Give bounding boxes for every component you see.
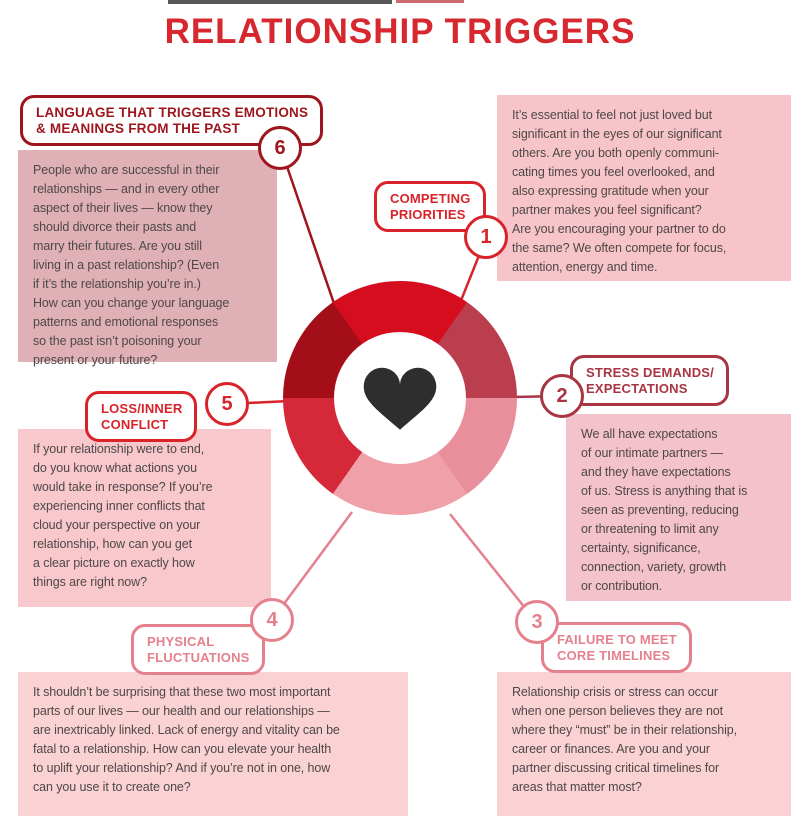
trigger-2-number: 2 <box>540 374 584 418</box>
trigger-5-textbox: If your relationship were to end, do you… <box>18 429 271 607</box>
trigger-1-textbox: It’s essential to feel not just loved bu… <box>497 95 791 281</box>
trigger-4-label-text: PHYSICAL FLUCTUATIONS <box>147 634 250 665</box>
trigger-6-number-text: 6 <box>274 136 286 159</box>
trigger-6-textbox: People who are successful in their relat… <box>18 150 277 367</box>
trigger-2-label: STRESS DEMANDS/ EXPECTATIONS <box>570 355 729 406</box>
trigger-3-number-text: 3 <box>531 610 543 633</box>
cropped-text-artifact <box>396 0 464 3</box>
trigger-4-number: 4 <box>250 598 294 642</box>
trigger-6-text: People who are successful in their relat… <box>33 163 230 367</box>
page-title: RELATIONSHIP TRIGGERS <box>164 12 636 51</box>
trigger-5-number-text: 5 <box>221 392 233 415</box>
trigger-4-label: PHYSICAL FLUCTUATIONS <box>131 624 265 675</box>
trigger-3-label: FAILURE TO MEET CORE TIMELINES <box>541 622 692 673</box>
trigger-4-textbox: It shouldn’t be surprising that these tw… <box>18 672 408 816</box>
trigger-3-number: 3 <box>515 600 559 644</box>
trigger-1-label-text: COMPETING PRIORITIES <box>390 191 471 222</box>
trigger-3-text: Relationship crisis or stress can occur … <box>512 685 737 794</box>
trigger-6-number: 6 <box>258 126 302 170</box>
trigger-2-textbox: We all have expectations of our intimate… <box>566 414 791 601</box>
trigger-1-text: It’s essential to feel not just loved bu… <box>512 108 727 274</box>
trigger-5-number: 5 <box>205 382 249 426</box>
trigger-5-label: LOSS/INNER CONFLICT <box>85 391 198 442</box>
trigger-6-label-text: LANGUAGE THAT TRIGGERS EMOTIONS & MEANIN… <box>36 105 309 136</box>
trigger-2-number-text: 2 <box>556 384 568 407</box>
trigger-4-number-text: 4 <box>266 608 278 631</box>
trigger-2-text: We all have expectations of our intimate… <box>581 427 748 593</box>
trigger-5-text: If your relationship were to end, do you… <box>33 442 213 589</box>
trigger-2-label-text: STRESS DEMANDS/ EXPECTATIONS <box>586 365 714 396</box>
cropped-text-artifact <box>168 0 392 4</box>
trigger-5-label-text: LOSS/INNER CONFLICT <box>101 401 183 432</box>
trigger-4-text: It shouldn’t be surprising that these tw… <box>33 685 340 794</box>
trigger-1-number-text: 1 <box>480 225 492 248</box>
trigger-3-textbox: Relationship crisis or stress can occur … <box>497 672 791 816</box>
trigger-3-label-text: FAILURE TO MEET CORE TIMELINES <box>557 632 677 663</box>
heart-icon <box>363 367 437 430</box>
wheel-center <box>334 332 466 464</box>
trigger-1-number: 1 <box>464 215 508 259</box>
